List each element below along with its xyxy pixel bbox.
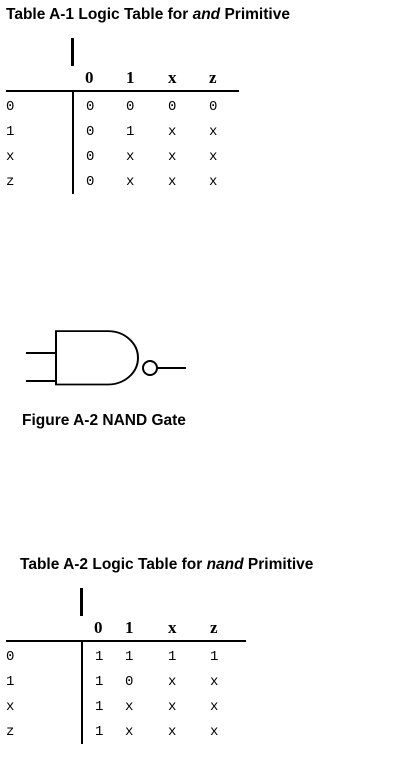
table-row: x 0 x x x (6, 144, 239, 169)
table-row: 1 1 0 x x (6, 669, 246, 694)
table-a1-header-cell: 0 (85, 68, 94, 87)
table-a1-caption-prefix: Table A-1 Logic Table for (6, 6, 193, 23)
table-cell: x (209, 123, 218, 140)
table-cell: 1 (210, 640, 246, 669)
table-cell: 1 (81, 719, 125, 744)
table-cell: 1 (126, 123, 135, 140)
table-a2-caption-suffix: Primitive (243, 556, 314, 573)
table-a2-header-cell: z (210, 618, 218, 637)
table-a1-header-row: 0 1 x z (6, 38, 239, 91)
table-cell: 0 (72, 144, 126, 169)
row-label: z (6, 723, 15, 740)
table-row: z 0 x x x (6, 169, 239, 194)
table-cell: 0 (72, 90, 126, 119)
row-label: 0 (6, 640, 82, 669)
table-cell: 1 (81, 669, 125, 694)
nand-gate-body (55, 330, 139, 386)
table-a2-corner (6, 588, 82, 641)
table-cell: 0 (125, 673, 134, 690)
row-label: x (6, 148, 15, 165)
table-a1-divider-stem (71, 38, 74, 66)
table-a2-divider-stem (80, 588, 83, 616)
table-cell: 0 (72, 169, 126, 194)
table-a2-header-cell: x (168, 618, 177, 637)
table-cell: x (168, 148, 177, 165)
table-cell: 0 (168, 90, 209, 119)
table-cell: 1 (125, 640, 168, 669)
table-row: 0 0 0 0 0 (6, 90, 239, 119)
table-row: 1 0 1 x x (6, 119, 239, 144)
table-cell: x (210, 723, 219, 740)
table-a1-corner (6, 38, 73, 91)
table-a1-header-cell: x (168, 68, 177, 87)
table-row: x 1 x x x (6, 694, 246, 719)
table-cell: 0 (209, 90, 239, 119)
row-label: 0 (6, 90, 73, 119)
table-a1: 0 1 x z 0 0 0 0 0 1 0 1 x x x (6, 38, 239, 194)
nand-gate-symbol (26, 330, 186, 386)
table-row: 0 1 1 1 1 (6, 640, 246, 669)
table-cell: x (209, 148, 218, 165)
table-cell: x (168, 673, 177, 690)
table-cell: x (210, 698, 219, 715)
table-a1-header-cell: 1 (126, 68, 135, 87)
table-cell: x (168, 698, 177, 715)
table-cell: 1 (81, 640, 125, 669)
table-cell: 0 (126, 90, 168, 119)
table-a2-header-row: 0 1 x z (6, 588, 246, 641)
table-cell: 0 (72, 119, 126, 144)
row-label: x (6, 698, 15, 715)
table-cell: x (125, 723, 134, 740)
table-a2-caption-prefix: Table A-2 Logic Table for (20, 556, 207, 573)
table-cell: 1 (81, 694, 125, 719)
table-a2-grid: 0 1 x z 0 1 1 1 1 1 1 0 x x x (6, 588, 246, 744)
table-a2: 0 1 x z 0 1 1 1 1 1 1 0 x x x (6, 588, 246, 744)
table-a2-caption-keyword: nand (206, 556, 244, 573)
row-label: 1 (6, 673, 15, 690)
table-a1-header-cell: z (209, 68, 217, 87)
figure-a2-caption: Figure A-2 NAND Gate (22, 412, 186, 429)
table-cell: x (126, 173, 135, 190)
table-a2-header-cell: 0 (94, 618, 103, 637)
table-cell: 1 (168, 640, 210, 669)
row-label: 1 (6, 123, 15, 140)
table-cell: x (125, 698, 134, 715)
table-cell: x (209, 173, 218, 190)
table-cell: x (168, 173, 177, 190)
row-label: z (6, 173, 15, 190)
table-cell: x (168, 723, 177, 740)
table-a2-caption: Table A-2 Logic Table for nand Primitive (20, 556, 313, 574)
nand-gate-inversion-bubble (142, 360, 158, 376)
table-cell: x (168, 123, 177, 140)
table-a2-header-cell: 1 (125, 618, 134, 637)
table-cell: x (210, 673, 219, 690)
table-a1-caption-keyword: and (192, 6, 221, 23)
table-a1-grid: 0 1 x z 0 0 0 0 0 1 0 1 x x x (6, 38, 239, 194)
table-cell: x (126, 148, 135, 165)
table-a1-caption-suffix: Primitive (220, 6, 290, 23)
table-row: z 1 x x x (6, 719, 246, 744)
table-a1-caption: Table A-1 Logic Table for and Primitive (6, 6, 290, 24)
